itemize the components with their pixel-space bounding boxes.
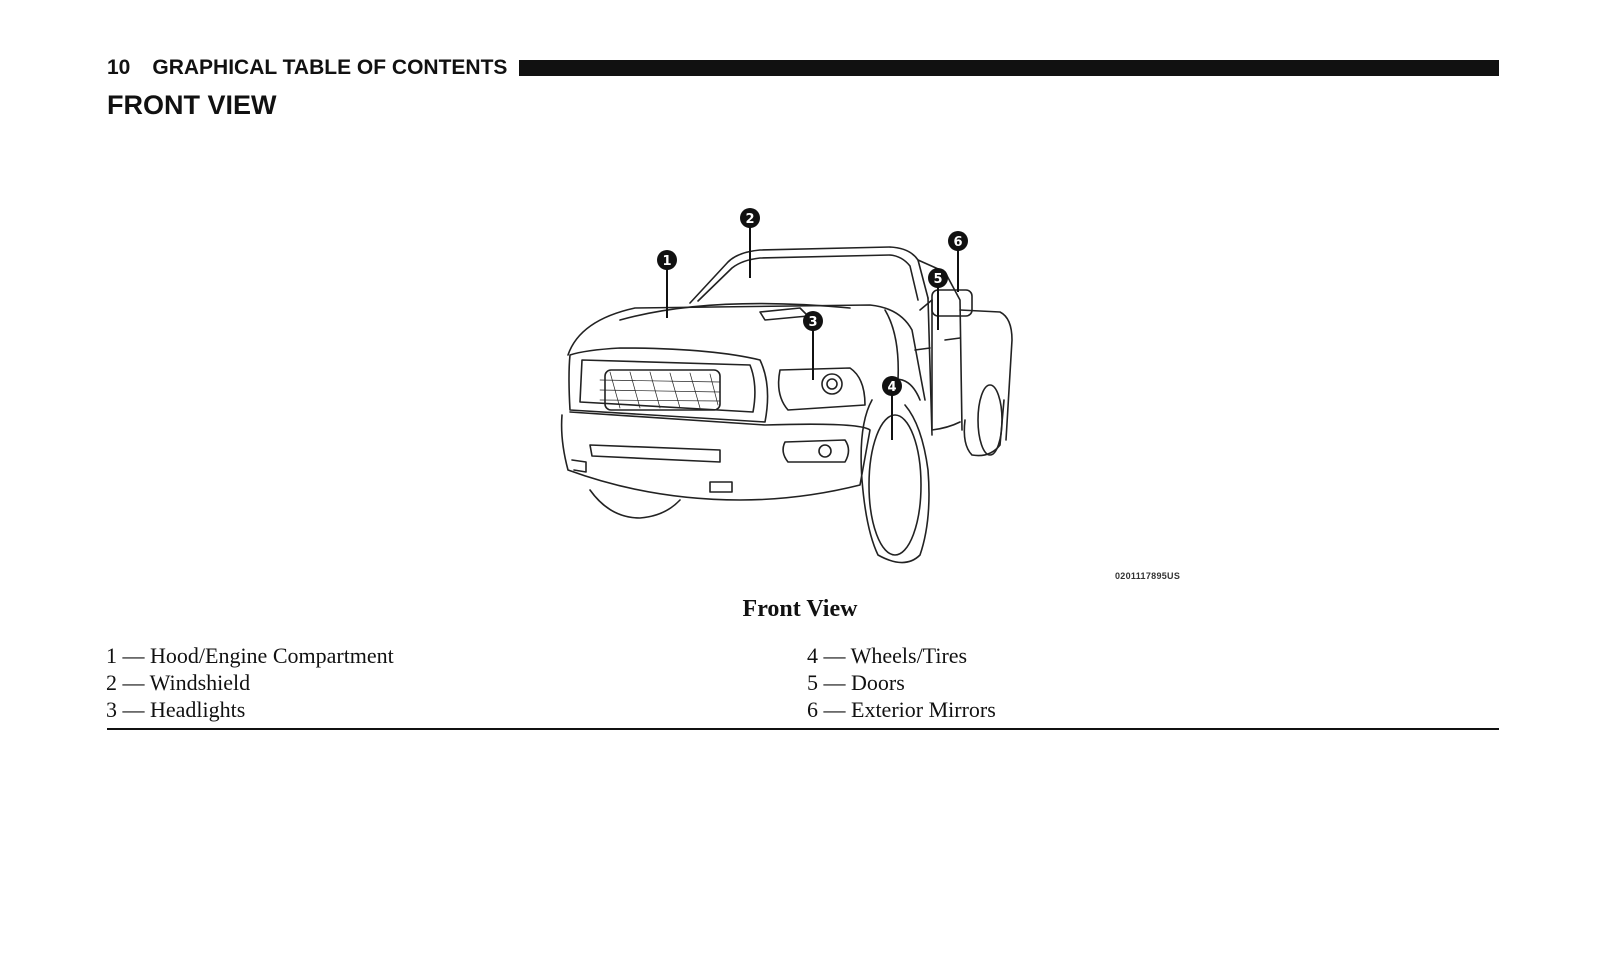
callout-4-marker: 4 (882, 376, 902, 396)
legend-item-headlights: 3 — Headlights (106, 697, 246, 722)
legend-item-mirrors: 6 — Exterior Mirrors (807, 697, 996, 722)
svg-text:1: 1 (662, 254, 671, 269)
legend-column-right: 4 — Wheels/Tires 5 — Doors 6 — Exterior … (807, 642, 996, 723)
svg-text:5: 5 (933, 272, 942, 287)
legend-item-windshield: 2 — Windshield (106, 670, 251, 695)
page-header: 10 GRAPHICAL TABLE OF CONTENTS (107, 55, 1499, 81)
page-number: 10 (107, 56, 131, 79)
legend-item-hood: 1 — Hood/Engine Compartment (106, 643, 394, 668)
bottom-rule (107, 728, 1499, 730)
callout-5-marker: 5 (928, 268, 948, 288)
legend-item-wheels: 4 — Wheels/Tires (807, 643, 968, 668)
callout-1-marker: 1 (657, 250, 677, 270)
legend-column-left: 1 — Hood/Engine Compartment 2 — Windshie… (106, 642, 394, 723)
figure-caption: Front View (742, 596, 858, 622)
legend-item-doors: 5 — Doors (807, 670, 905, 695)
callout-2-marker: 2 (740, 208, 760, 228)
svg-text:3: 3 (808, 315, 817, 330)
callout-6-marker: 6 (948, 231, 968, 251)
header-rule (519, 60, 1499, 76)
section-title: GRAPHICAL TABLE OF CONTENTS (152, 56, 508, 79)
callout-3-marker: 3 (803, 311, 823, 331)
svg-text:4: 4 (887, 380, 896, 395)
figure-code: 0201117895US (1115, 571, 1181, 581)
svg-text:2: 2 (745, 212, 754, 227)
svg-text:6: 6 (953, 235, 962, 250)
page-title: FRONT VIEW (107, 90, 277, 120)
truck-front-view-illustration: 1 2 3 4 5 6 (560, 208, 1013, 564)
